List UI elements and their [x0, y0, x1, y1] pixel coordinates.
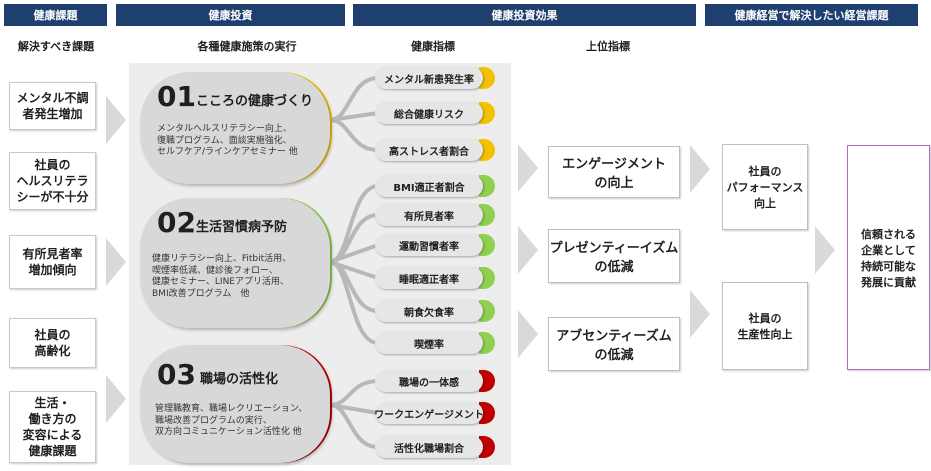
- measure-title: 生活習慣病予防: [196, 220, 288, 235]
- arrow-chevron: [690, 145, 710, 193]
- issue-box: 生活・ 働き方の 変容による 健康課題: [9, 391, 96, 463]
- measure-pill: [140, 345, 330, 463]
- measure-number: 02: [157, 206, 196, 239]
- upper-indicator-box: アブセンティーズム の低減: [548, 317, 680, 371]
- measure-title: こころの健康づくり: [196, 94, 314, 109]
- health-indicator: BMI適正者割合: [375, 175, 483, 197]
- header-management-issues: 健康経営で解決したい経営課題: [705, 4, 918, 26]
- subheader-measures: 各種健康施策の実行: [197, 40, 297, 53]
- measure-pill: [140, 198, 330, 328]
- health-indicator: 職場の一体感: [375, 370, 483, 392]
- health-indicator: 活性化職場割合: [375, 436, 483, 458]
- measure-body: 健康リテラシー向上、Fitbit活用、 喫煙率低減、健診後フォロー、 健康セミナ…: [152, 254, 292, 300]
- performance-box: 社員の 生産性向上: [722, 282, 808, 370]
- arrow-chevron: [518, 310, 538, 358]
- issue-box: 有所見者率 増加傾向: [9, 235, 96, 289]
- indicator-accent: [479, 436, 495, 458]
- health-indicator: 総合健康リスク: [375, 102, 483, 124]
- indicator-accent: [479, 370, 495, 392]
- health-indicator: メンタル新患発生率: [375, 67, 483, 89]
- indicator-accent: [479, 300, 495, 322]
- health-indicator: ワークエンゲージメント: [375, 402, 483, 424]
- indicator-accent: [479, 204, 495, 226]
- header-health-issues: 健康課題: [4, 4, 107, 26]
- subheader-issues: 解決すべき課題: [17, 40, 95, 53]
- indicator-accent: [479, 234, 495, 256]
- arrow-chevron: [518, 226, 538, 274]
- health-indicator: 有所見者率: [375, 204, 483, 226]
- arrow-chevron: [106, 96, 126, 144]
- measure-pill: [140, 72, 330, 184]
- indicator-accent: [479, 267, 495, 289]
- arrow-chevron: [106, 375, 126, 423]
- header-investment-effect: 健康投資効果: [353, 4, 696, 26]
- indicator-accent: [479, 175, 495, 197]
- arrow-chevron: [690, 290, 710, 338]
- health-indicator: 高ストレス者割合: [375, 139, 483, 161]
- measure-number: 03: [157, 358, 196, 391]
- arrow-chevron: [106, 238, 126, 286]
- indicator-accent: [479, 332, 495, 354]
- indicator-accent: [479, 102, 495, 124]
- issue-box: 社員の ヘルスリテラ シーが不十分: [9, 152, 96, 210]
- health-indicator: 喫煙率: [375, 332, 483, 354]
- indicator-accent: [479, 67, 495, 89]
- arrow-chevron: [518, 144, 538, 192]
- header-health-investment: 健康投資: [116, 4, 345, 26]
- measure-body: 管理職教育、職場レクリエーション、 職場改善プログラムの実行、 双方向コミュニケ…: [155, 404, 308, 438]
- issue-box: 社員の 高齢化: [9, 318, 96, 368]
- measure-number: 01: [157, 80, 196, 113]
- health-indicator: 運動習慣者率: [375, 234, 483, 256]
- arrow-chevron: [815, 226, 835, 274]
- issue-box: メンタル不調 者発生増加: [9, 82, 96, 130]
- subheader-health-indicators: 健康指標: [411, 40, 455, 53]
- measure-body: メンタルヘルスリテラシー向上、 復職プログラム、面談実施強化、 セルフケア/ライ…: [157, 124, 298, 158]
- measure-title: 職場の活性化: [200, 372, 279, 387]
- upper-indicator-box: エンゲージメント の向上: [548, 146, 680, 198]
- upper-indicator-box: プレゼンティーイズム の低減: [548, 229, 680, 283]
- indicator-accent: [479, 139, 495, 161]
- health-indicator: 朝食欠食率: [375, 300, 483, 322]
- indicator-accent: [479, 402, 495, 424]
- subheader-upper-indicators: 上位指標: [586, 40, 630, 53]
- performance-box: 社員の パフォーマンス 向上: [722, 144, 808, 230]
- health-indicator: 睡眠適正者率: [375, 267, 483, 289]
- goal-box: 信頼される 企業として 持続可能な 発展に貢献: [847, 145, 930, 370]
